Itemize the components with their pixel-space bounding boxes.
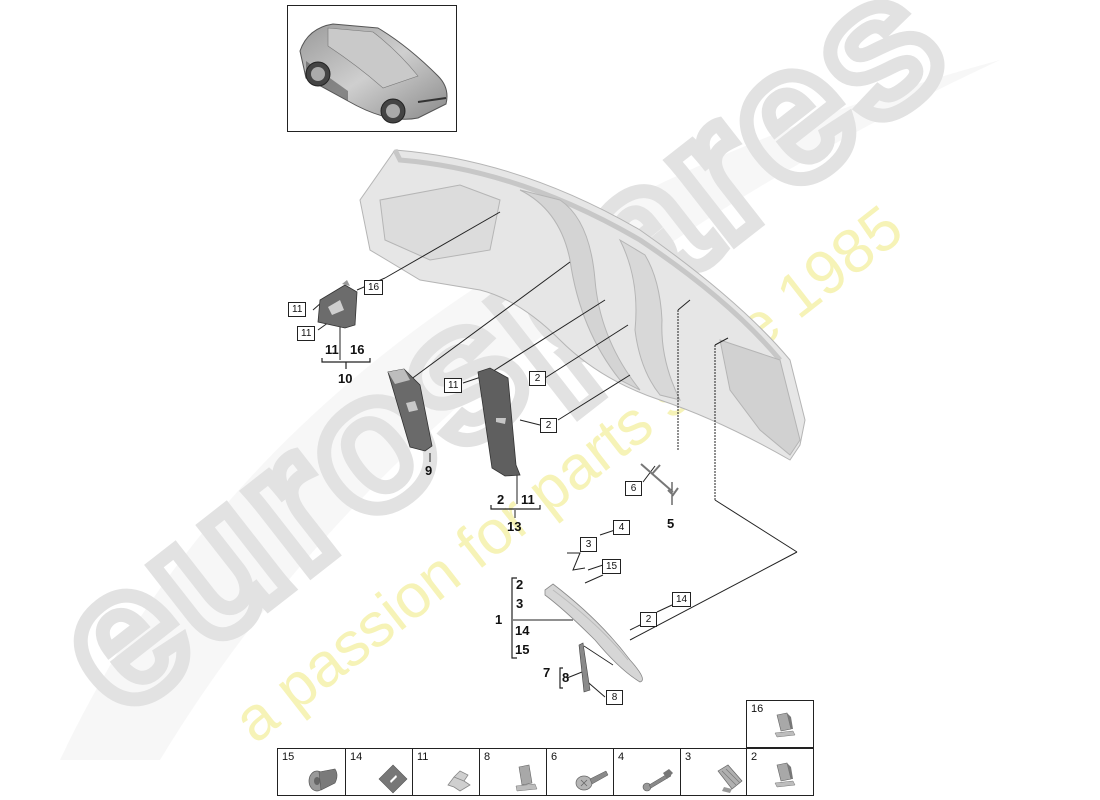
assembly-1-child-14: 14: [515, 623, 530, 638]
assembly-1-label[interactable]: 1: [495, 612, 503, 627]
assembly-9-label[interactable]: 9: [425, 463, 433, 478]
screw-icon: [575, 770, 609, 791]
legend-number: 3: [685, 751, 692, 763]
part-9-trim: [387, 368, 433, 452]
legend-number: 11: [417, 751, 429, 763]
legend-number: 6: [551, 751, 558, 763]
part-5-clip: [640, 463, 679, 497]
rivet-nut-icon: [308, 768, 338, 792]
clip-nut-icon: [717, 764, 743, 793]
assembly-13-child-2: 2: [497, 492, 505, 507]
assembly-7-child-8: 8: [562, 670, 570, 685]
callout-11[interactable]: 11: [444, 378, 463, 393]
part-10-bracket: [317, 280, 358, 329]
assembly-10-child-11: 11: [325, 342, 339, 357]
callout-2[interactable]: 2: [529, 371, 546, 386]
callout-8[interactable]: 8: [606, 690, 623, 705]
square-pad-icon: [378, 764, 408, 794]
callout-6[interactable]: 6: [625, 481, 642, 496]
part-7-strip: [578, 642, 614, 693]
brackets: [321, 358, 563, 689]
part-1-pillar-trim: [544, 583, 643, 683]
assembly-10-label[interactable]: 10: [338, 371, 353, 386]
legend-number: 14: [350, 751, 363, 763]
callout-3[interactable]: 3: [580, 537, 597, 552]
callout-2[interactable]: 2: [540, 418, 557, 433]
callout-11[interactable]: 11: [288, 302, 307, 317]
assembly-1-child-15: 15: [515, 642, 530, 657]
assembly-13-label[interactable]: 13: [507, 519, 522, 534]
assembly-7-label[interactable]: 7: [543, 665, 551, 680]
spring-clip-icon: [447, 770, 471, 792]
legend-cell-6[interactable]: 6: [546, 748, 614, 796]
assembly-1-child-3: 3: [516, 596, 524, 611]
legend-number: 16: [751, 703, 764, 715]
assembly-13-child-11: 11: [521, 492, 535, 507]
clip-icon: [774, 762, 796, 788]
stud-bolt-icon: [642, 769, 673, 792]
legend-number: 2: [751, 751, 758, 763]
callout-14[interactable]: 14: [672, 592, 692, 607]
callout-11[interactable]: 11: [297, 326, 316, 341]
part-13-trim: [477, 367, 521, 477]
callout-16[interactable]: 16: [364, 280, 384, 295]
assembly-1-child-2: 2: [516, 577, 524, 592]
assembly-10-child-16: 16: [350, 342, 365, 357]
legend-number: 8: [484, 751, 491, 763]
legend-cell-14[interactable]: 14: [345, 748, 413, 796]
legend-cell-8[interactable]: 8: [479, 748, 547, 796]
legend-cell-4[interactable]: 4: [613, 748, 681, 796]
car-icon: [299, 23, 448, 124]
legend-cell-15[interactable]: 15: [277, 748, 346, 796]
clip-icon: [774, 712, 796, 738]
vehicle-thumbnail: [287, 5, 457, 132]
body-side-panel: [359, 148, 806, 461]
legend-cell-2[interactable]: 2: [746, 748, 814, 796]
legend-cell-3[interactable]: 3: [680, 748, 747, 796]
legend-cell-16[interactable]: 16: [746, 700, 814, 748]
callout-4[interactable]: 4: [613, 520, 630, 535]
legend-cell-11[interactable]: 11: [412, 748, 480, 796]
legend-number: 4: [618, 751, 625, 763]
callout-2[interactable]: 2: [640, 612, 657, 627]
legend-number: 15: [282, 751, 295, 763]
clip-icon: [515, 764, 538, 792]
assembly-5-label[interactable]: 5: [667, 516, 675, 531]
callout-15[interactable]: 15: [602, 559, 622, 574]
